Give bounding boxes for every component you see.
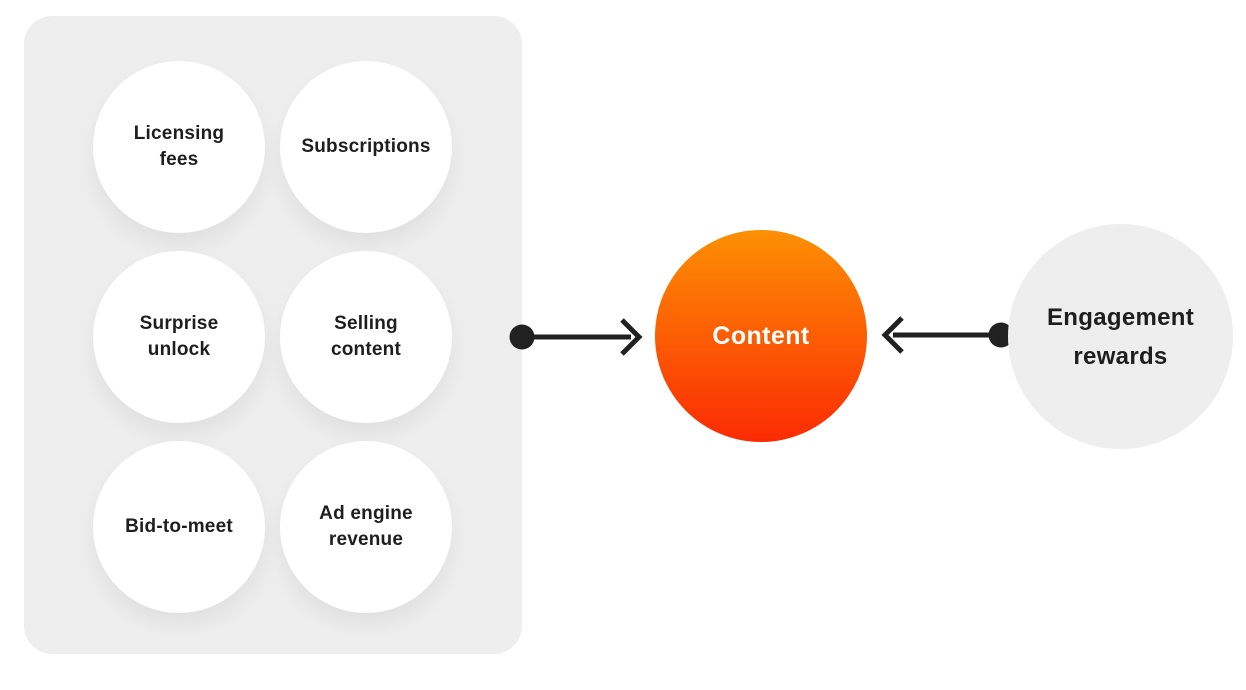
content-circle: Content [655, 230, 867, 442]
bubble-label: Bid-to-meet [125, 516, 233, 537]
bubble-label: content [330, 339, 401, 360]
bubble-subscriptions: Subscriptions [280, 61, 452, 233]
bubble-bid-to-meet: Bid-to-meet [93, 441, 265, 613]
bubble-label: Licensing [133, 123, 225, 144]
bubble-label: fees [159, 149, 199, 170]
bubble-label: revenue [328, 529, 404, 550]
arrow-right-icon [509, 318, 643, 356]
bubble-ad-engine-revenue: Ad engine revenue [280, 441, 452, 613]
bubble-licensing-fees: Licensing fees [93, 61, 265, 233]
bubble-surprise-unlock: Surprise unlock [93, 251, 265, 423]
engagement-rewards-circle: Engagement rewards [1008, 224, 1233, 449]
arrow-left-icon [881, 316, 1014, 354]
bubble-selling-content: Selling content [280, 251, 452, 423]
bubble-label: Surprise [139, 313, 219, 334]
engagement-rewards-label: Engagement [1046, 303, 1195, 331]
bubble-label: unlock [147, 339, 211, 360]
engagement-rewards-label: rewards [1073, 342, 1168, 370]
content-label: Content [712, 321, 810, 350]
bubble-label: Ad engine [319, 503, 413, 524]
bubble-label: Selling [334, 313, 398, 334]
bubble-label: Subscriptions [301, 136, 431, 157]
